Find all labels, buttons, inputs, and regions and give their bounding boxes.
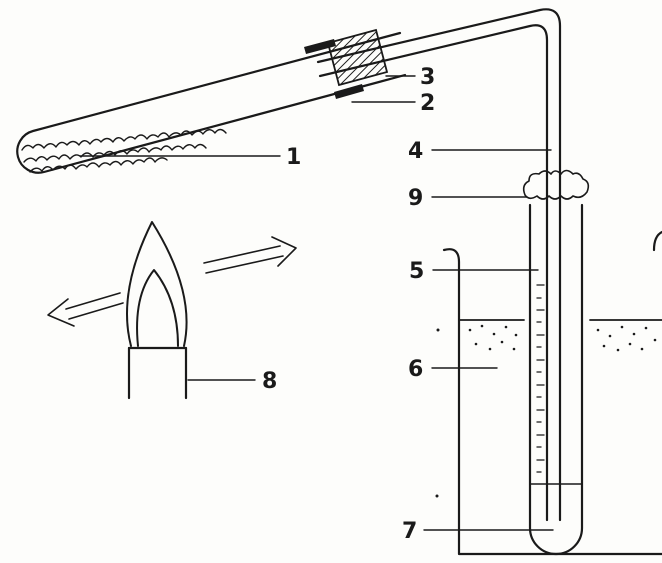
- label-6: 6: [408, 357, 423, 382]
- rubber-sleeve: [304, 39, 364, 99]
- label-2: 2: [420, 91, 435, 116]
- delivery-tube: [316, 8, 562, 522]
- inclined-test-tube: [16, 31, 407, 174]
- label-7: 7: [402, 519, 417, 544]
- burner-flame: [126, 221, 188, 347]
- callout-leaders: [79, 75, 554, 531]
- solid-granules: [21, 128, 227, 173]
- label-8: 8: [262, 369, 277, 394]
- label-5: 5: [409, 259, 424, 284]
- graduated-tube: [528, 203, 584, 556]
- cotton-plug: [522, 169, 590, 200]
- double-arrow-left: [47, 292, 124, 327]
- water-surface: [435, 319, 662, 498]
- label-9: 9: [408, 186, 423, 211]
- graduation-marks: [536, 284, 545, 473]
- double-arrow-right: [203, 236, 297, 274]
- water-trough: [442, 230, 662, 556]
- bunsen-burner: [127, 346, 188, 400]
- label-1: 1: [286, 145, 301, 170]
- label-4: 4: [408, 139, 423, 164]
- label-3: 3: [420, 65, 435, 90]
